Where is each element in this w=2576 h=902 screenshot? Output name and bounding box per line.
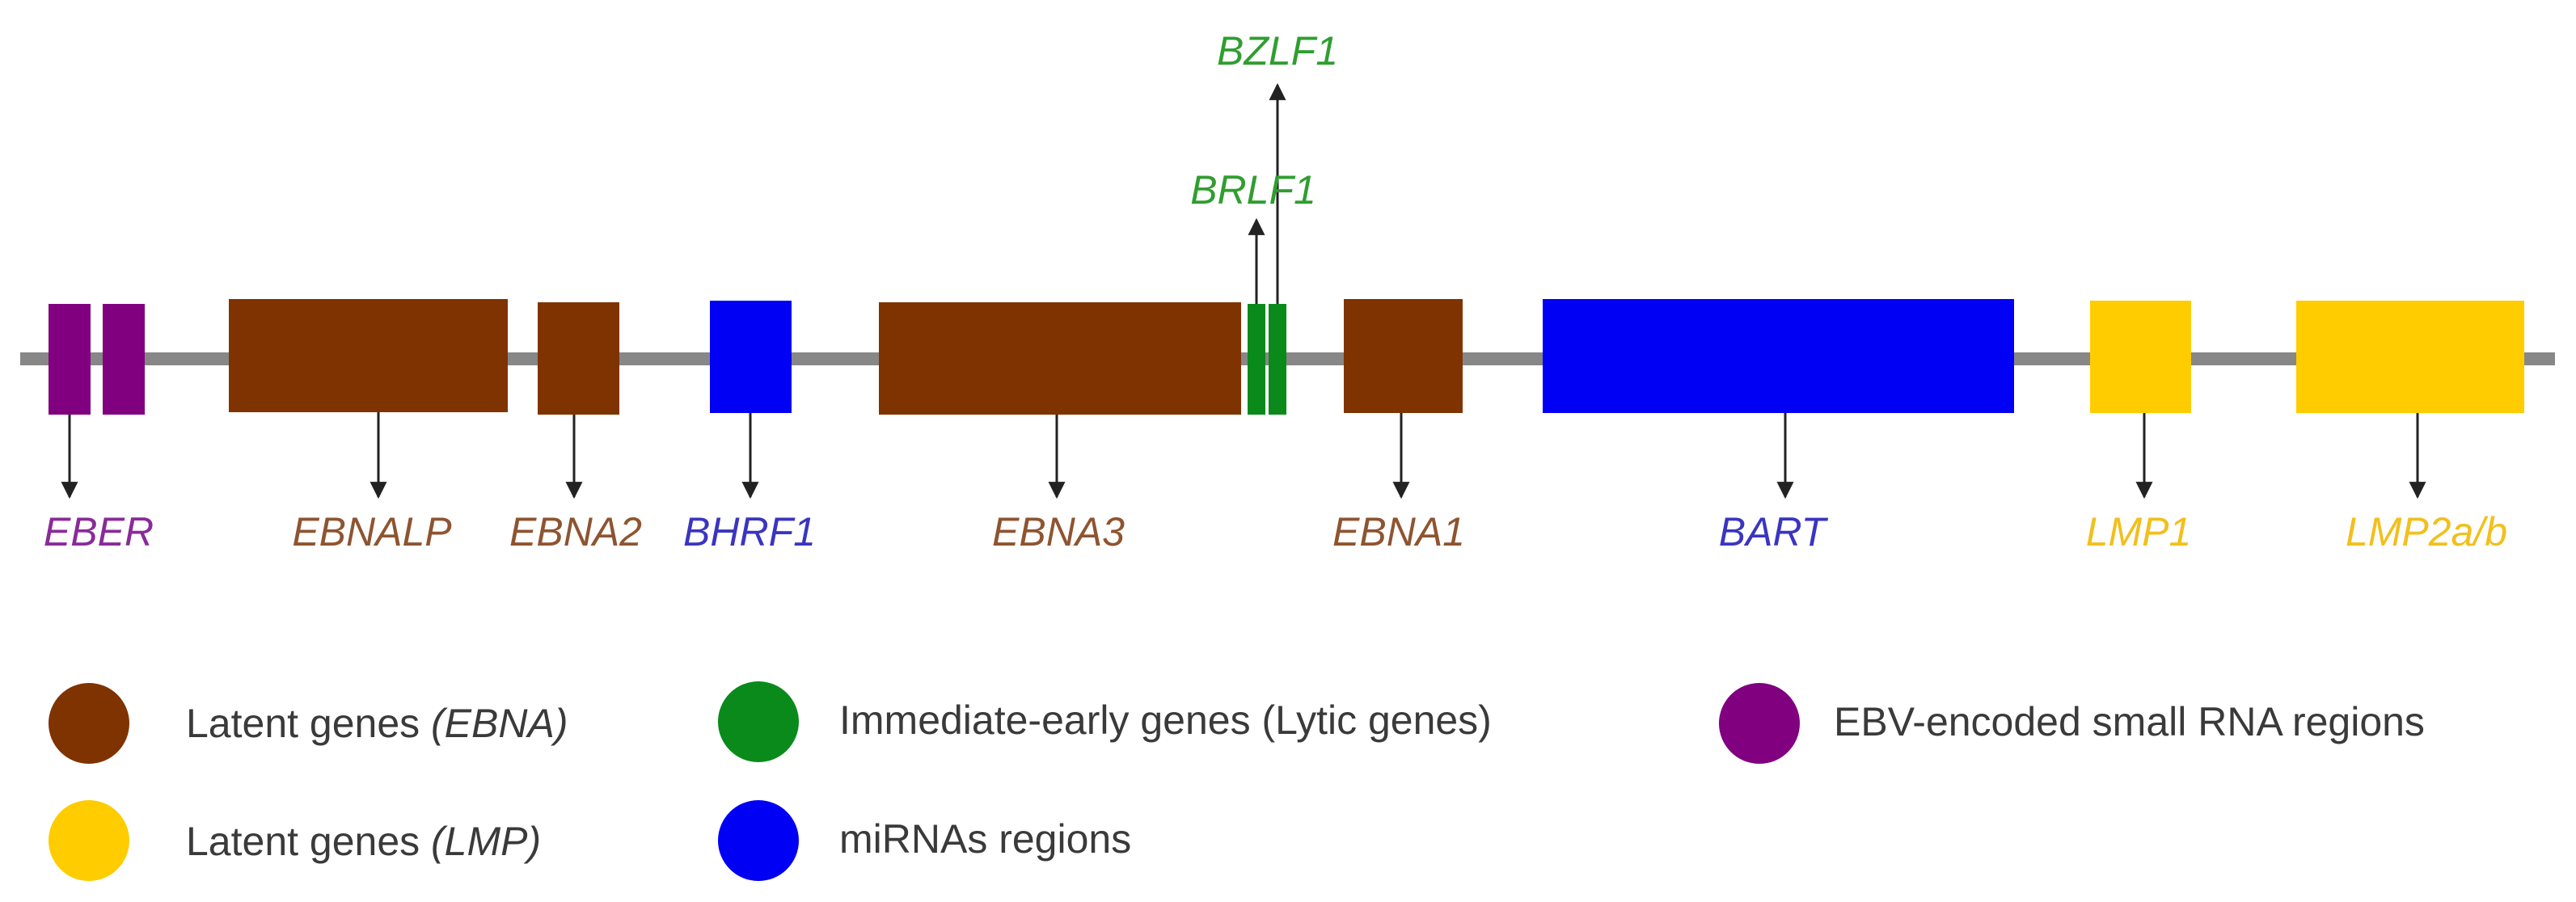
lmp2ab-block [2296, 301, 2524, 413]
lmp1-label: LMP1 [2086, 509, 2192, 554]
legend-swatch-ebv-small-rna [1719, 683, 1800, 764]
bhrf1-block [710, 301, 792, 413]
ebnalp-label: EBNALP [292, 509, 452, 554]
brlf1-label: BRLF1 [1190, 167, 1316, 213]
legend-label-ebv-small-rna: EBV-encoded small RNA regions [1834, 699, 2425, 744]
ebna3-label: EBNA3 [992, 509, 1125, 554]
gene-arrows [61, 82, 2426, 499]
lmp1-block [2090, 301, 2191, 413]
gene-labels: EBER EBNALP EBNA2 BHRF1 EBNA3 BRLF1 BZLF… [44, 28, 2507, 554]
lmp2ab-label: LMP2a/b [2346, 509, 2507, 554]
gene-blocks [49, 299, 2524, 415]
legend-swatch-latent-lmp [49, 800, 129, 881]
bhrf1-label: BHRF1 [683, 509, 816, 554]
brlf1-block [1248, 304, 1265, 415]
bart-block [1543, 299, 2014, 413]
legend-label-latent-lmp: Latent genes (LMP) [186, 819, 541, 864]
ebna2-label: EBNA2 [509, 509, 642, 554]
eber-block-2 [103, 304, 145, 415]
legend-label-latent-ebna: Latent genes (EBNA) [186, 701, 568, 746]
ebnalp-block [229, 299, 508, 412]
eber-block-1 [49, 304, 91, 415]
ebna1-label: EBNA1 [1332, 509, 1465, 554]
ebna3-block [879, 302, 1241, 415]
eber-label: EBER [44, 509, 154, 554]
ebna1-block [1344, 299, 1463, 413]
bzlf1-block [1269, 304, 1286, 415]
ebna2-block [538, 302, 619, 415]
legend-label-latent-ebna-italic: (EBNA) [431, 701, 568, 746]
legend-swatch-mirna [718, 800, 799, 881]
legend-swatch-latent-ebna [49, 683, 129, 764]
bart-label: BART [1719, 509, 1829, 554]
legend-label-immediate-early: Immediate-early genes (Lytic genes) [839, 698, 1492, 743]
legend-label-latent-lmp-text: Latent genes [186, 819, 431, 864]
legend-label-latent-ebna-text: Latent genes [186, 701, 431, 746]
legend-label-latent-lmp-italic: (LMP) [431, 819, 541, 864]
bzlf1-label: BZLF1 [1217, 28, 1338, 74]
legend: Latent genes (EBNA) Immediate-early gene… [49, 681, 2425, 881]
legend-swatch-immediate-early [718, 681, 799, 762]
legend-label-mirna: miRNAs regions [839, 816, 1131, 862]
